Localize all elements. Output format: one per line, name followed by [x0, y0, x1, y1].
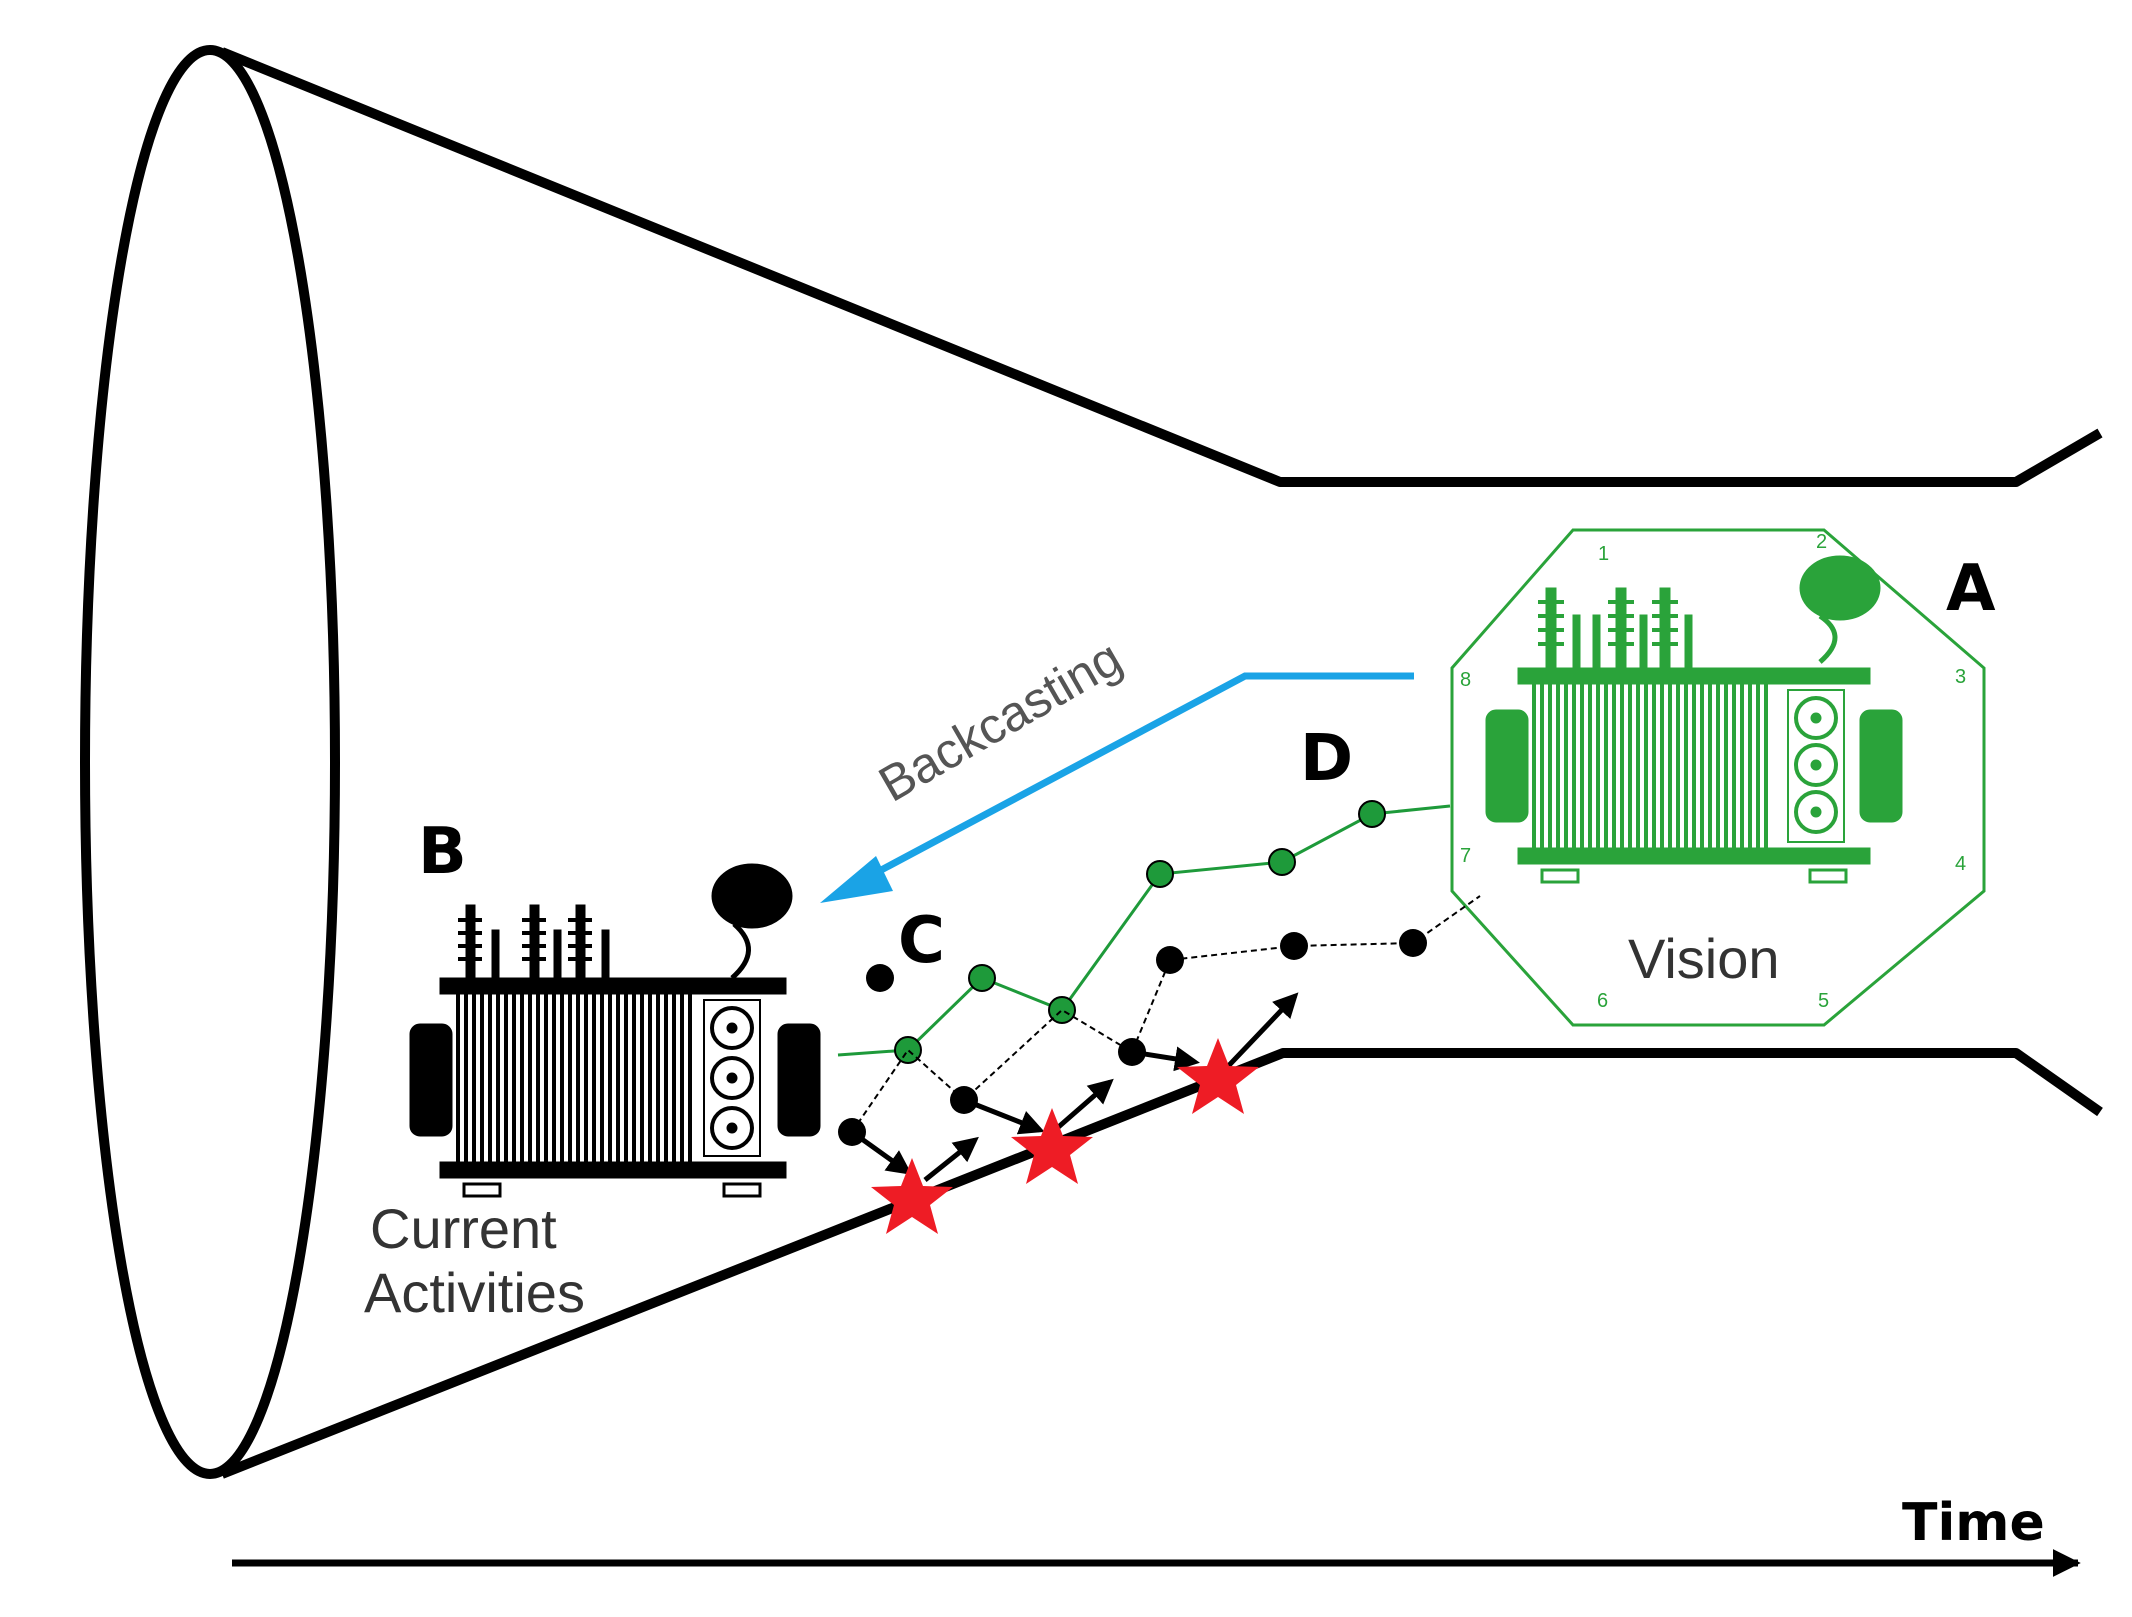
current-activities-label-line2: Activities — [364, 1261, 585, 1324]
funnel-outline — [80, 45, 2103, 1479]
pathway-d-node — [968, 964, 996, 992]
label-d: D — [1300, 722, 1353, 796]
power-transformer-icon — [1485, 555, 1903, 884]
pathway-d-node — [1268, 848, 1296, 876]
funnel-top-edge — [220, 47, 2103, 487]
pathway-d — [837, 800, 1451, 1064]
pathway-c-node — [1280, 932, 1308, 960]
bushings — [458, 904, 610, 984]
funnel-mouth-ellipse — [80, 45, 340, 1479]
current-activities-label-line1: Current — [370, 1197, 557, 1260]
power-transformer-icon — [409, 863, 821, 1198]
barrier-stars — [871, 1038, 1259, 1234]
octagon-number-2: 2 — [1816, 531, 1827, 553]
bushings — [1538, 587, 1693, 671]
radiator-fins — [456, 994, 692, 1162]
conservator-tank — [1799, 555, 1881, 621]
octagon-number-7: 7 — [1460, 845, 1471, 867]
label-a: A — [1946, 552, 1996, 626]
label-c: C — [898, 904, 945, 978]
pathway-c-node — [1399, 929, 1427, 957]
time-axis: Time — [232, 1493, 2081, 1577]
star-icon — [871, 1158, 953, 1234]
pathway-d-node — [1048, 996, 1076, 1024]
backcasting-label: Backcasting — [870, 629, 1131, 812]
time-label: Time — [1902, 1493, 2045, 1553]
pathway-c-node — [1156, 946, 1184, 974]
octagon-number-1: 1 — [1598, 543, 1609, 565]
label-b: B — [418, 815, 467, 889]
backcasting-arrow — [820, 672, 1414, 903]
octagon-number-4: 4 — [1955, 853, 1966, 875]
funnel-bottom-edge — [220, 1048, 2103, 1479]
octagon-number-6: 6 — [1597, 990, 1608, 1012]
star-icon — [1011, 1108, 1093, 1184]
octagon-number-5: 5 — [1818, 990, 1829, 1012]
vision-label: Vision — [1628, 927, 1780, 990]
star-icon — [1177, 1038, 1259, 1114]
pathway-c — [838, 895, 1481, 1146]
octagon-number-3: 3 — [1955, 666, 1966, 688]
pathway-d-node — [894, 1036, 922, 1064]
pathway-d-node — [1146, 860, 1174, 888]
pathway-d-node — [1358, 800, 1386, 828]
cooling-fans — [703, 999, 761, 1157]
conservator-tank — [711, 863, 793, 929]
radiator-fins — [1532, 684, 1768, 848]
cooling-fans — [1787, 689, 1845, 843]
pathway-c-node — [866, 964, 894, 992]
octagon-number-8: 8 — [1460, 669, 1471, 691]
